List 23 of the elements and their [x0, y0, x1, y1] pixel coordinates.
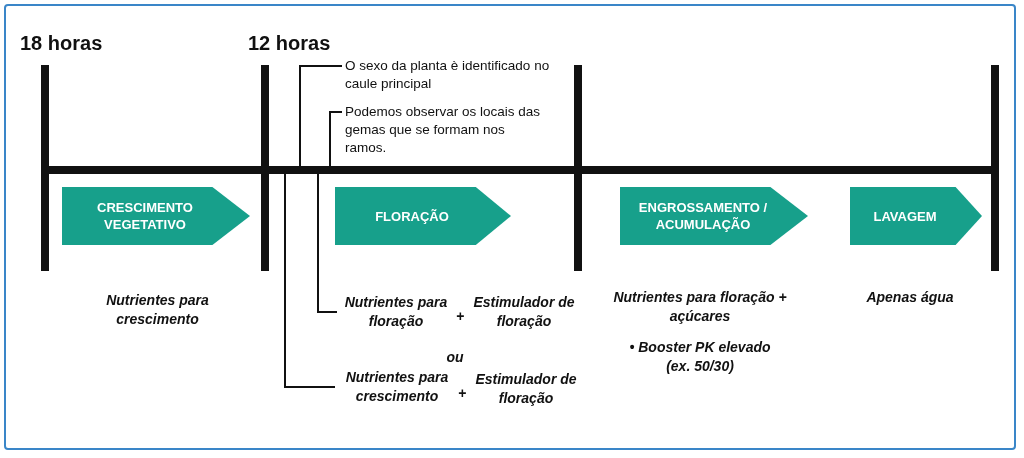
nutrient-text: Estimulador de floração: [474, 370, 578, 408]
nutrient-text: Nutrientes para crescimento: [105, 291, 210, 329]
callout-text: Nutrientes para crescimento: [338, 368, 456, 406]
leader-line: [284, 173, 336, 388]
leader-line: [317, 173, 338, 313]
conjunction-text: ou: [445, 348, 465, 367]
duration-label: 12 horas: [248, 32, 332, 55]
leader-line: [329, 111, 343, 167]
duration-label: 18 horas: [20, 32, 104, 55]
phase-arrow: LAVAGEM: [850, 187, 982, 245]
nutrient-text: Apenas água: [865, 288, 955, 307]
callout-text: O sexo da planta è identificado no caule principal: [345, 57, 560, 93]
callout-text: Podemos observar os locais das gemas que se formam nos ramos.: [345, 103, 545, 157]
plus-sign: +: [454, 307, 466, 326]
plus-sign: +: [456, 384, 468, 403]
nutrient-text: Nutrientes para floração + açúcares: [612, 288, 788, 326]
nutrient-text: • Booster PK elevado (ex. 50/30): [628, 338, 772, 376]
phase-arrow: CRESCIMENTO VEGETATIVO: [62, 187, 250, 245]
callout-text: Nutrientes para floração: [340, 293, 452, 331]
phase-arrow: ENGROSSAMENTO / ACUMULAÇÃO: [620, 187, 808, 245]
phase-arrow: FLORAÇÃO: [335, 187, 511, 245]
nutrient-text: Estimulador de floração: [472, 293, 576, 331]
leader-line: [299, 65, 343, 167]
